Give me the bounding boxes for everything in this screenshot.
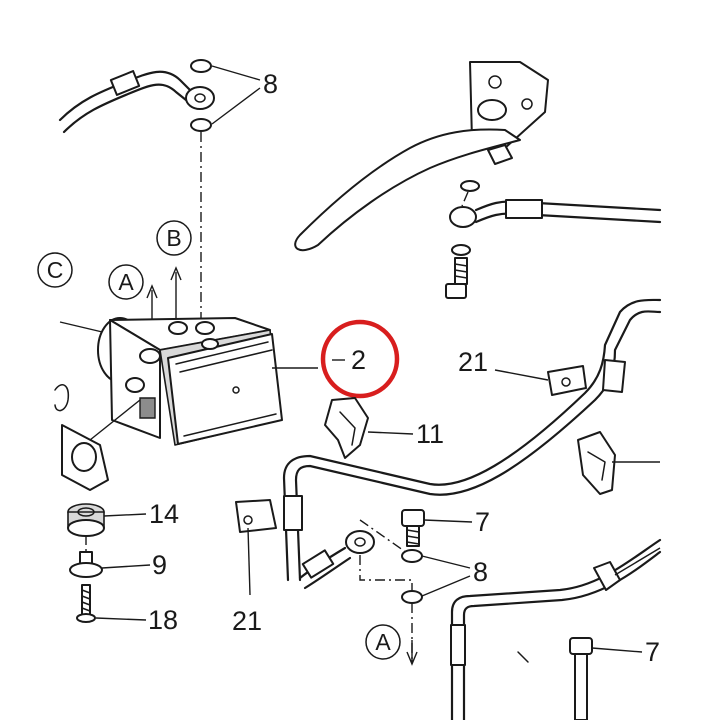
rear-brake-pipe [450,538,662,720]
front-brake-hose [474,199,662,224]
bolt-7-bottom [569,637,643,720]
port-marker-a-bottom: A [365,624,418,666]
svg-text:B: B [166,225,181,251]
banjo-fitting-top [185,59,215,132]
pipe-clip-21-bottom [235,499,277,596]
callout-21-right: 21 [458,347,488,377]
port-marker-c: C [37,252,73,288]
callout-7-mid: 7 [475,507,490,537]
bracket-11 [324,397,414,459]
svg-text:A: A [118,269,134,295]
master-cylinder-banjo [445,180,480,299]
callout-18: 18 [148,605,178,635]
sealing-washers-8 [401,549,471,604]
port-marker-b: B [156,220,192,325]
hose-guide-right [577,431,660,495]
port-marker-a-left: A [108,264,158,340]
abs-mount-bracket [61,399,141,491]
brake-lever [294,61,549,252]
callout-7-bottom: 7 [645,637,660,667]
callout-9: 9 [152,550,167,580]
spacer-bush-9 [69,551,151,578]
callout-top-8: 8 [263,69,278,99]
upper-brake-hose [58,70,194,134]
rigid-brake-pipe [282,298,662,582]
rubber-grommet-14 [67,503,147,537]
left-edge-fragment [54,384,70,412]
abs-modulator-unit [59,317,318,446]
svg-text:A: A [375,629,391,655]
bolt-18 [76,584,147,623]
svg-text:C: C [47,257,64,283]
callout-21-bottom: 21 [232,606,262,636]
callout-abs-2[interactable]: 2 [351,345,366,375]
clip-bottom-right [593,547,661,591]
leader-top-8 [211,65,261,125]
pipe-clip-21-right [494,365,587,396]
callout-11: 11 [416,419,444,449]
banjo-bolt-7 [401,509,473,547]
callout-14: 14 [149,499,179,529]
highlight-ring [320,319,400,399]
callout-8-mid: 8 [473,557,488,587]
lower-brake-hose [298,530,375,590]
